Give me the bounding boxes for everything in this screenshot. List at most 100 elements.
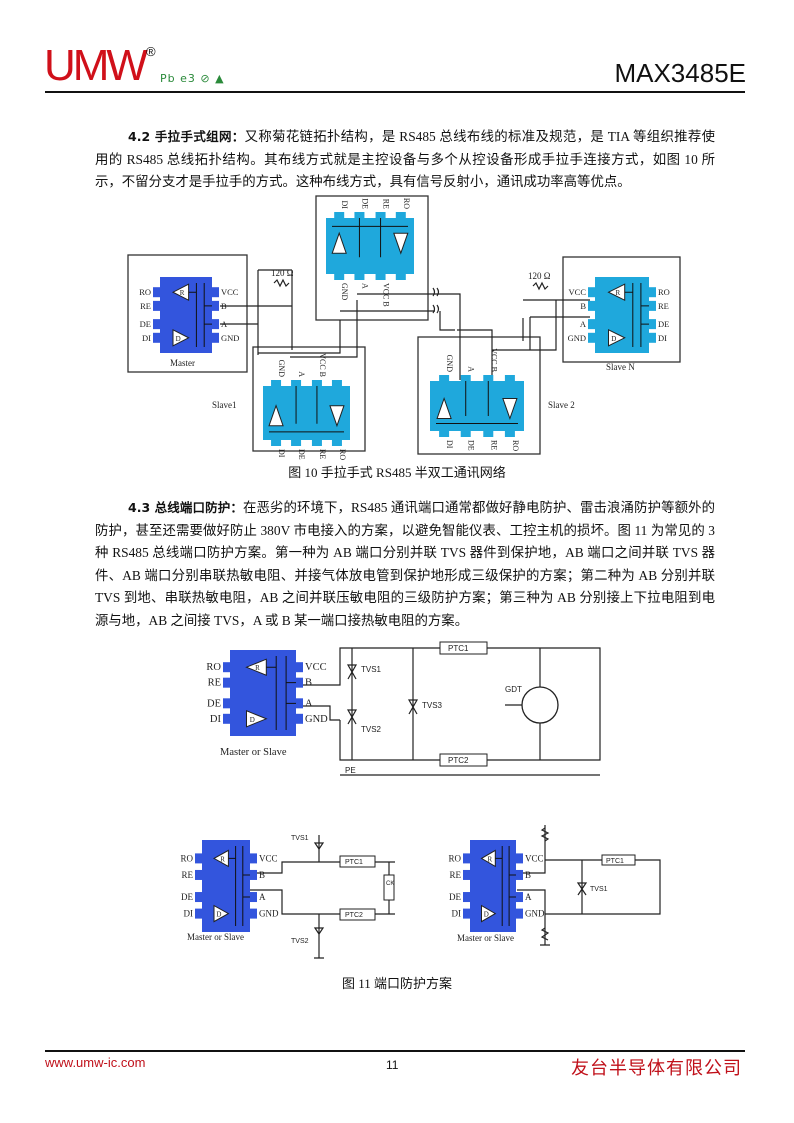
pin-label: DI	[340, 201, 349, 210]
driver-icon	[172, 328, 190, 347]
chip-pin	[395, 274, 406, 280]
chip-pin	[354, 212, 365, 218]
part-number: MAX3485E	[614, 58, 746, 88]
chip-pin	[250, 908, 257, 919]
slave1-label: Slave1	[212, 400, 237, 410]
chip-pin	[250, 853, 257, 864]
pin-label: RO	[402, 198, 411, 209]
pin-label: A	[525, 892, 532, 902]
chip-internal-wiring	[332, 218, 408, 258]
receiver-icon	[502, 398, 518, 421]
pin-label: DE	[467, 440, 476, 451]
chip-pin	[296, 698, 303, 709]
pin-label: GND	[525, 909, 545, 919]
chip-pin	[296, 677, 303, 688]
pin-label: A	[305, 698, 313, 709]
pin-label: DI	[184, 909, 194, 919]
pin-label: A	[259, 892, 266, 902]
chip-pin	[195, 869, 202, 880]
receiver-label: R	[220, 855, 225, 863]
pin-label: DI	[445, 440, 454, 449]
figure-11-caption: 图 11 端口防护方案	[341, 976, 453, 991]
figure-10-caption: 图 10 手拉手式 RS485 半双工通讯网络	[288, 465, 506, 480]
pin-label: GND	[568, 333, 586, 343]
chip-pin	[439, 375, 450, 381]
pin-label: DI	[658, 333, 667, 343]
receiver-label: R	[180, 289, 185, 297]
pin-label: DI	[142, 333, 151, 343]
pin-label: A	[360, 283, 369, 289]
page-number: 11	[386, 1058, 399, 1072]
chip-pin	[195, 908, 202, 919]
ptc2-label: PTC2	[448, 756, 469, 765]
tvs1-label: TVS1	[361, 665, 382, 674]
chip-pin	[395, 212, 406, 218]
scheme3-wiring	[517, 825, 661, 945]
pin-label: DE	[207, 698, 221, 709]
chip-pin	[334, 274, 345, 280]
chip-pin	[153, 300, 160, 311]
company-name: 友台半导体有限公司	[571, 1058, 742, 1078]
chip-pin	[331, 380, 342, 386]
chip-internal-wiring	[495, 846, 516, 926]
pin-label: VCC	[305, 662, 327, 673]
pin-label: VCC B	[489, 348, 498, 372]
gdt-icon	[521, 686, 559, 724]
registered-mark: ®	[146, 44, 156, 59]
pin-label: DE	[297, 449, 306, 460]
chip-pin	[354, 274, 365, 280]
driver-label: D	[216, 911, 221, 919]
chip-pin	[516, 869, 523, 880]
chip-pin	[296, 713, 303, 724]
chip-pin	[311, 380, 322, 386]
master-label: Master	[170, 358, 195, 368]
chip-pin	[516, 853, 523, 864]
pin-label: RE	[208, 678, 221, 689]
pin-label: GND	[259, 909, 279, 919]
chip-pin	[153, 319, 160, 330]
footer-website-link[interactable]: www.umw-ic.com	[45, 1055, 146, 1070]
figure-11-scheme-2: PTC1 PTC2 TVS1 TVS2 CK Master or Slave	[187, 835, 395, 959]
chip-pin	[250, 892, 257, 903]
chip-pin	[375, 274, 386, 280]
pin-label: A	[297, 371, 306, 377]
chip-internal-wiring	[228, 846, 250, 926]
pin-label: GND	[445, 355, 454, 373]
pin-label: GND	[221, 333, 239, 343]
chip-internal-wiring	[269, 386, 344, 433]
tvs3-label: TVS3	[422, 701, 443, 710]
pin-label: B	[259, 870, 265, 880]
pin-label: RO	[180, 853, 193, 863]
slave2-label: Slave 2	[548, 400, 575, 410]
receiver-label: R	[487, 855, 492, 863]
chip-pin	[588, 319, 595, 330]
chip-pin	[463, 908, 470, 919]
chip-pin	[223, 662, 230, 673]
chip-label: Master or Slave	[187, 932, 244, 942]
umw-logo: UMW	[44, 41, 148, 90]
pin-label: GND	[305, 714, 328, 725]
chip-pin	[223, 713, 230, 724]
pin-label: RE	[140, 301, 151, 311]
driver-icon	[268, 404, 284, 427]
pin-label: RO	[511, 440, 520, 451]
pin-label: B	[305, 678, 312, 689]
chip-pin	[223, 677, 230, 688]
chip-internal-wiring	[266, 656, 296, 730]
chip-pin	[311, 440, 322, 446]
chip-pin	[516, 908, 523, 919]
ptc1-label: PTC1	[448, 644, 469, 653]
receiver-icon	[393, 232, 409, 255]
pin-label: DE	[360, 198, 369, 209]
pin-label: DE	[181, 892, 193, 902]
chip-pin	[483, 431, 494, 437]
pin-label: VCC B	[382, 283, 391, 307]
header-rule	[45, 91, 745, 93]
pin-label: B	[221, 301, 227, 311]
scheme2-tvs-icons	[313, 842, 325, 959]
chip-pin	[212, 332, 219, 343]
chip-pin	[250, 869, 257, 880]
ptc2-resistor	[439, 753, 488, 767]
chip-pin	[483, 375, 494, 381]
